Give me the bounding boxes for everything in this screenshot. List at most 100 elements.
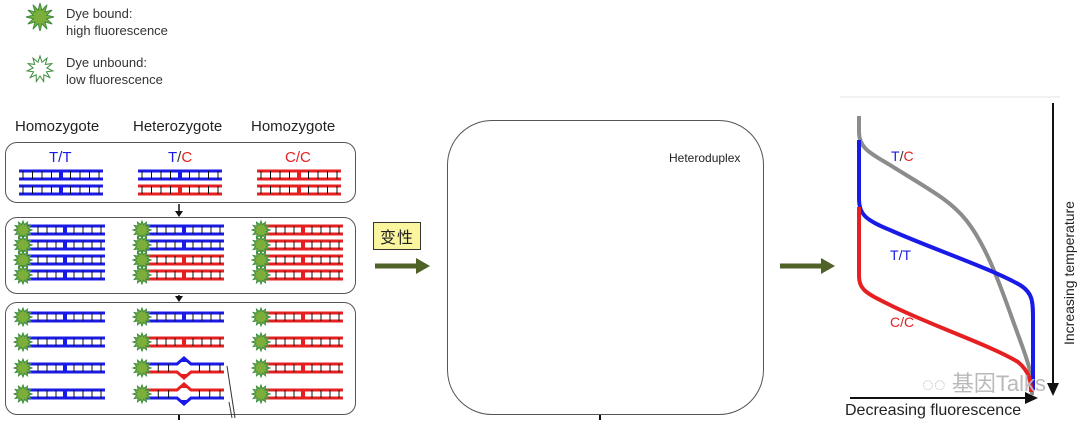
dsdna-duplex	[144, 311, 224, 323]
snp-base-bottom	[301, 394, 305, 398]
snp-base-top	[301, 226, 305, 230]
dye-bound-icon	[12, 383, 34, 405]
snp-base-top	[182, 256, 186, 260]
snp-base-bottom	[297, 190, 301, 194]
snp-base-bottom	[182, 275, 186, 279]
genotype-label-cc: C/C	[285, 149, 311, 166]
dsdna-duplex	[144, 336, 224, 348]
column-header-homozygote-tt: Homozygote	[15, 118, 100, 135]
dsdna-duplex	[263, 388, 343, 400]
dsdna-duplex	[144, 254, 224, 266]
snp-base-bottom	[182, 260, 186, 264]
dye-bound-icon	[131, 306, 153, 328]
dsdna-duplex	[257, 184, 341, 196]
snp-base-bottom	[63, 394, 67, 398]
allele-a: T	[168, 149, 178, 166]
dye-bound-icon	[131, 383, 153, 405]
dye-bound-icon	[250, 264, 272, 286]
dsdna-duplex	[144, 239, 224, 251]
snp-base-top	[182, 338, 186, 342]
snp-base-top	[59, 171, 63, 175]
curve-label-cc: C/C	[890, 314, 914, 330]
snp-base-bottom	[59, 190, 63, 194]
break-mark	[228, 401, 233, 419]
snp-base-top	[301, 338, 305, 342]
mismatch-base-top	[180, 357, 188, 362]
dsdna-duplex	[25, 269, 105, 281]
snp-base-bottom	[182, 317, 186, 321]
snp-base-top	[63, 338, 67, 342]
snp-base-bottom	[63, 260, 67, 264]
snp-base-top	[297, 171, 301, 175]
snp-base-top	[297, 186, 301, 190]
snp-base-bottom	[182, 245, 186, 249]
allele-b: T	[62, 149, 72, 166]
snp-base-bottom	[178, 175, 182, 179]
legend-item-bound: Dye bound: high fluorescence	[66, 5, 168, 39]
column-header-heterozygote: Heterozygote	[133, 118, 223, 135]
snp-base-bottom	[301, 275, 305, 279]
snp-base-top	[182, 241, 186, 245]
flow-arrow-head	[175, 296, 183, 302]
dsdna-duplex	[19, 184, 103, 196]
heteroduplex-label: Heteroduplex	[669, 151, 741, 165]
curve-label-tt: T/T	[890, 247, 911, 263]
dsdna-duplex	[19, 169, 103, 181]
dsdna-duplex	[25, 254, 105, 266]
snp-base-bottom	[63, 317, 67, 321]
mismatch-base-top	[180, 383, 188, 388]
dsdna-duplex	[25, 388, 105, 400]
legend-icons	[25, 2, 55, 84]
dsdna-duplex	[138, 169, 222, 181]
dye-unbound-star-shape	[25, 54, 55, 84]
snp-base-top	[63, 271, 67, 275]
allele-a: T	[890, 247, 899, 263]
snp-base-top	[301, 364, 305, 368]
snp-base-top	[301, 256, 305, 260]
column-header-homozygote-cc: Homozygote	[251, 118, 336, 135]
dye-bound-icon	[131, 264, 153, 286]
allele-a: T	[891, 148, 900, 164]
allele-a: C	[285, 149, 296, 166]
snp-base-bottom	[301, 260, 305, 264]
dye-bound-icon	[250, 306, 272, 328]
snp-base-bottom	[63, 342, 67, 346]
flow-arrow-head	[175, 211, 183, 217]
dye-unbound-star-icon	[25, 54, 55, 84]
snp-base-top	[63, 256, 67, 260]
curve-label-tc: T/C	[891, 148, 914, 164]
denature-label: 变性	[373, 222, 422, 250]
dsdna-duplex	[144, 269, 224, 281]
heteroduplex-dna	[144, 356, 224, 380]
dye-bound-icon	[131, 357, 153, 379]
snp-base-top	[301, 271, 305, 275]
snp-base-bottom	[182, 342, 186, 346]
snp-base-top	[301, 313, 305, 317]
melt-curve-tc	[857, 116, 1034, 396]
legend: Dye bound: high fluorescence Dye unbound…	[0, 0, 200, 95]
allele-a: T	[49, 149, 59, 166]
allele-sep: /	[295, 149, 301, 166]
allele-b: C	[904, 314, 915, 330]
mismatch-base-bottom	[180, 400, 188, 405]
legend-bound-line2: high fluorescence	[66, 23, 168, 38]
dye-bound-icon	[12, 264, 34, 286]
snp-base-bottom	[63, 245, 67, 249]
allele-sep: /	[900, 314, 905, 330]
watermark-text: 基因Talks	[951, 371, 1047, 396]
dsdna-duplex	[263, 269, 343, 281]
genotype-label-tt: T/T	[49, 149, 72, 166]
allele-sep: /	[899, 148, 904, 164]
snp-base-top	[182, 226, 186, 230]
dsdna-duplex	[257, 169, 341, 181]
snp-base-top	[182, 313, 186, 317]
snp-base-bottom	[301, 230, 305, 234]
allele-b: T	[902, 247, 912, 263]
snp-base-top	[178, 171, 182, 175]
melt-curve-tt	[857, 140, 1035, 390]
mismatch-base-bottom	[180, 374, 188, 379]
dsdna-duplex	[263, 362, 343, 374]
dsdna-duplex	[263, 311, 343, 323]
dsdna-duplex	[263, 239, 343, 251]
allele-b: C	[903, 148, 914, 164]
